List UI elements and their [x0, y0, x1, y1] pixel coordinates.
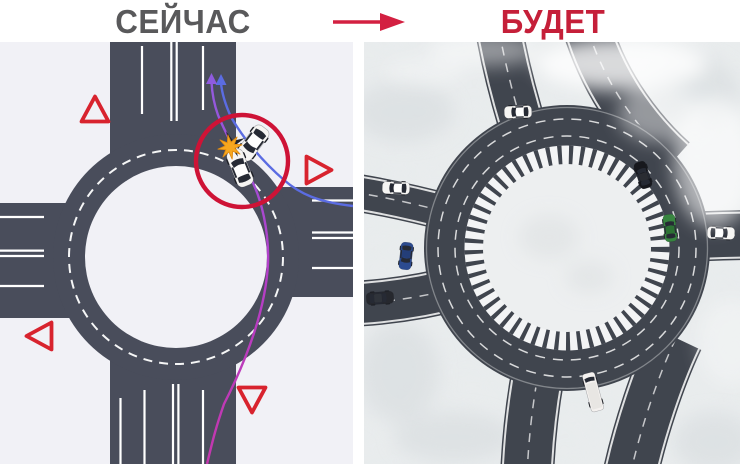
- path-line-magenta: [205, 81, 270, 464]
- collision-highlight-circle: [193, 112, 291, 210]
- before-title: СЕЙЧАС: [115, 3, 251, 40]
- after-title: БУДЕТ: [500, 3, 606, 40]
- white-car-ring-top: [503, 104, 533, 120]
- collision-star-icon: [217, 131, 245, 160]
- white-car-west-road: [381, 180, 411, 196]
- path-magenta-arrowhead: [206, 73, 217, 84]
- dark-car-southwest-road: [365, 289, 395, 307]
- path-blue-arrowhead: [215, 74, 227, 85]
- before-diagram: [0, 42, 353, 464]
- after-photo: [364, 42, 740, 464]
- header: СЕЙЧАС БУДЕТ: [0, 0, 740, 42]
- white-car-east-road: [706, 225, 736, 241]
- fog-clouds: [384, 42, 740, 386]
- ring-road: [424, 105, 710, 391]
- transition-arrow-icon: [333, 13, 405, 31]
